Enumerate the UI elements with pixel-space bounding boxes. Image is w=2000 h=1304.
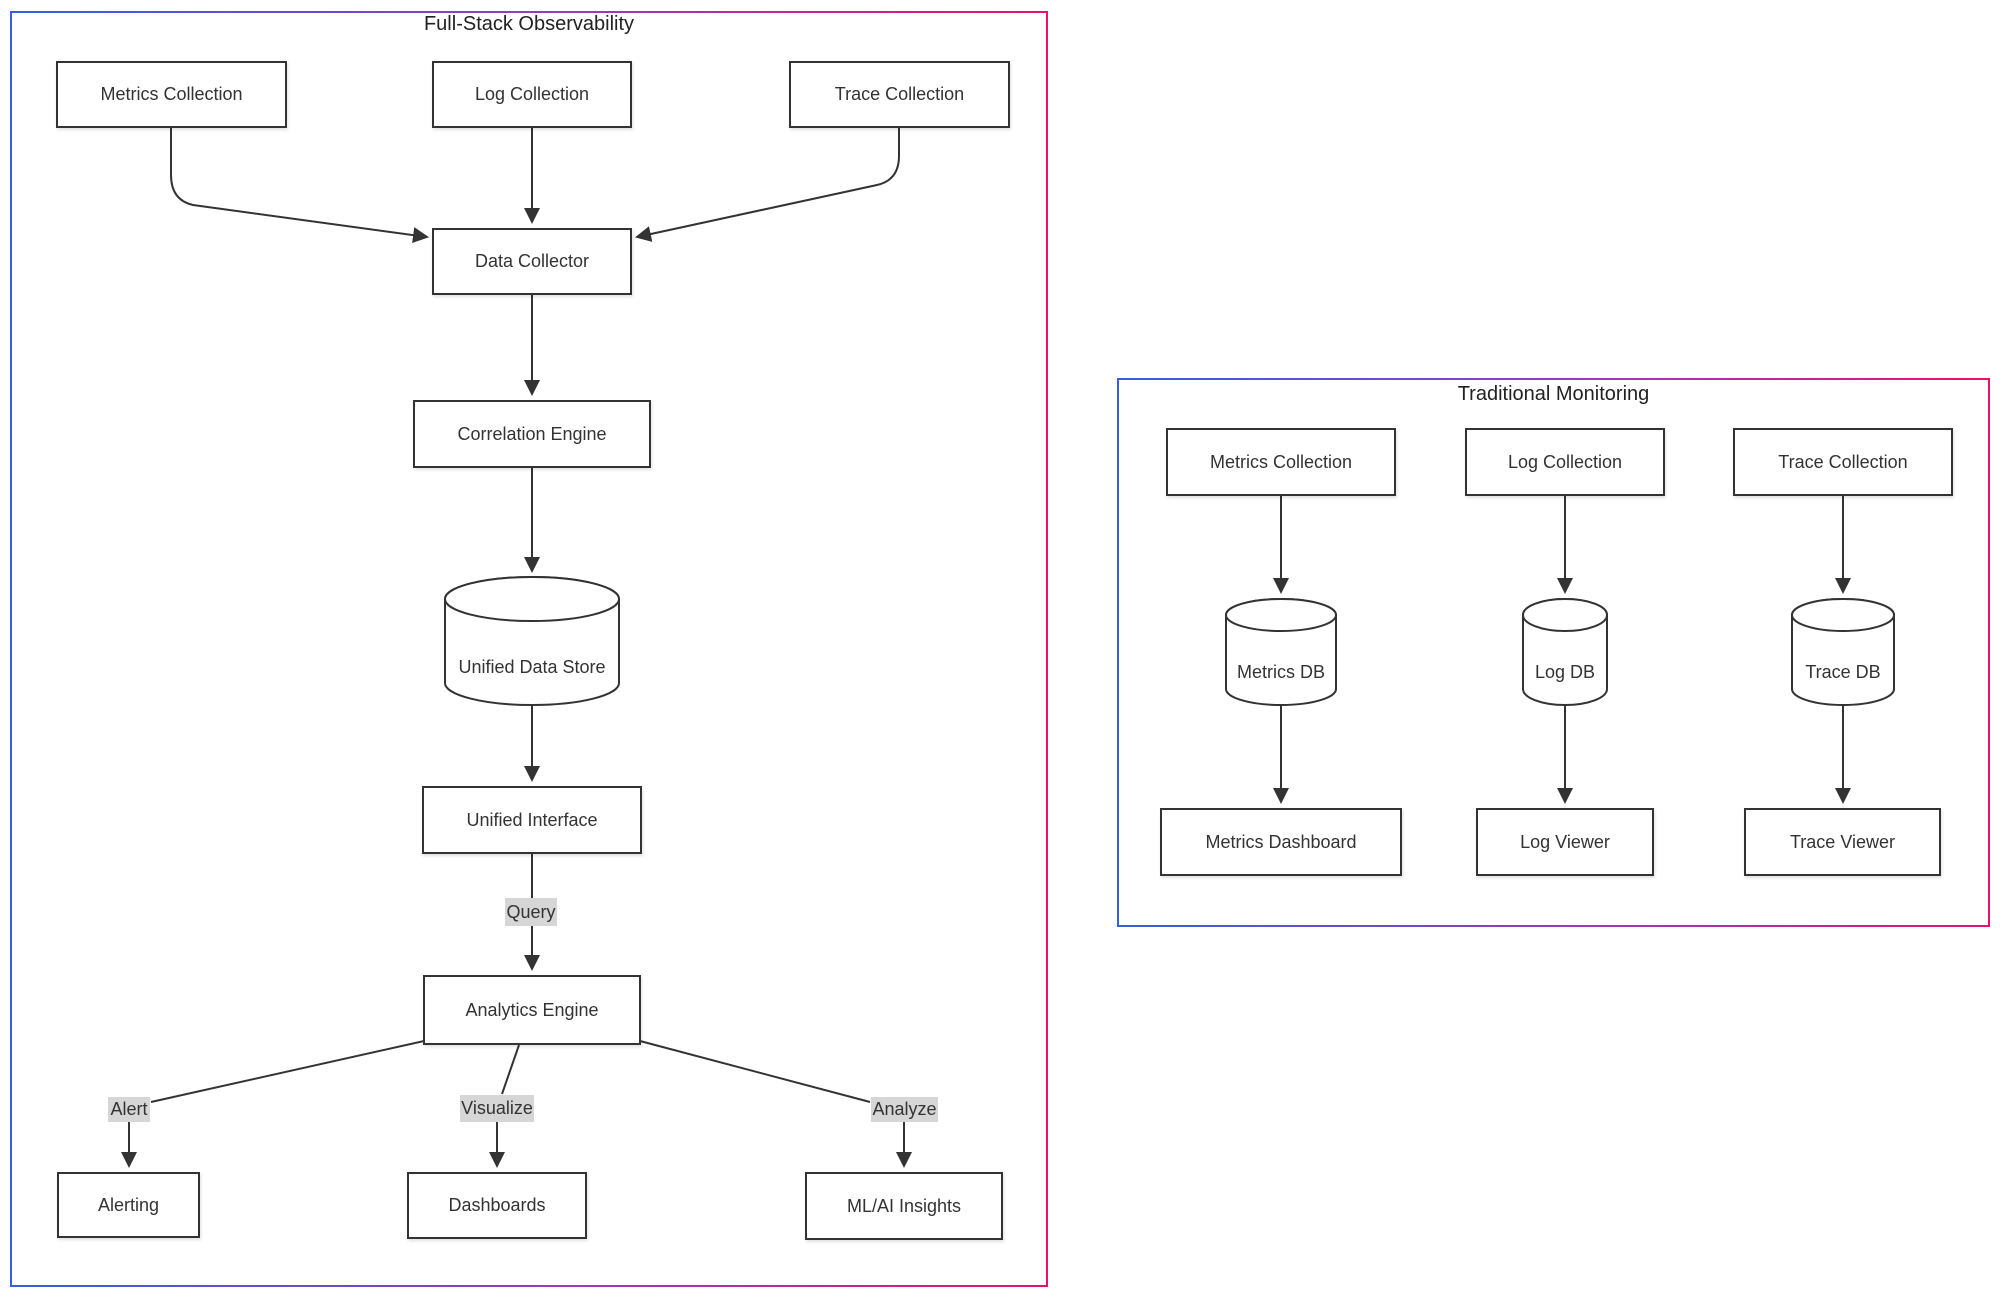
node-fs-log-collection: Log Collection	[432, 61, 632, 128]
full-stack-observability-title: Full-Stack Observability	[423, 13, 635, 35]
node-unified-data-store: Unified Data Store	[444, 576, 620, 732]
node-tm-metrics-collection: Metrics Collection	[1166, 428, 1396, 496]
edge-label-alert: Alert	[108, 1097, 150, 1122]
edge-analytics-to-visualize-label	[501, 1044, 520, 1095]
node-log-db-label: Log DB	[1534, 661, 1596, 682]
node-analytics-engine: Analytics Engine	[423, 975, 641, 1045]
node-unified-interface: Unified Interface	[422, 786, 642, 854]
traditional-monitoring-title: Traditional Monitoring	[1457, 383, 1650, 405]
node-log-db: Log DB	[1522, 598, 1608, 726]
node-metrics-db-label: Metrics DB	[1236, 661, 1325, 682]
edge-metrics-to-data-collector	[170, 128, 429, 244]
node-fs-metrics-collection: Metrics Collection	[56, 61, 287, 128]
node-trace-db-label: Trace DB	[1805, 661, 1881, 682]
edge-label-analyze: Analyze	[871, 1097, 938, 1122]
edge-label-visualize: Visualize	[460, 1095, 534, 1122]
cylinder-shape	[444, 576, 620, 706]
node-metrics-dashboard: Metrics Dashboard	[1160, 808, 1402, 876]
node-correlation-engine: Correlation Engine	[413, 400, 651, 468]
node-ml-ai-insights: ML/AI Insights	[805, 1172, 1003, 1240]
cylinder-shape	[1522, 598, 1608, 706]
edge-label-query: Query	[505, 898, 557, 926]
node-log-viewer: Log Viewer	[1476, 808, 1654, 876]
edge-trace-to-data-collector	[635, 128, 900, 242]
node-data-collector: Data Collector	[432, 228, 632, 295]
node-tm-log-collection: Log Collection	[1465, 428, 1665, 496]
node-trace-db: Trace DB	[1791, 598, 1895, 726]
edge-analytics-to-alert-label	[150, 1040, 425, 1103]
node-metrics-db: Metrics DB	[1225, 598, 1337, 726]
node-trace-viewer: Trace Viewer	[1744, 808, 1941, 876]
edge-analytics-to-analyze-label	[639, 1040, 871, 1103]
node-dashboards: Dashboards	[407, 1172, 587, 1239]
node-tm-trace-collection: Trace Collection	[1733, 428, 1953, 496]
cylinder-shape	[1225, 598, 1337, 706]
node-alerting: Alerting	[57, 1172, 200, 1238]
cylinder-shape	[1791, 598, 1895, 706]
node-unified-data-store-label: Unified Data Store	[458, 656, 606, 677]
node-fs-trace-collection: Trace Collection	[789, 61, 1010, 128]
